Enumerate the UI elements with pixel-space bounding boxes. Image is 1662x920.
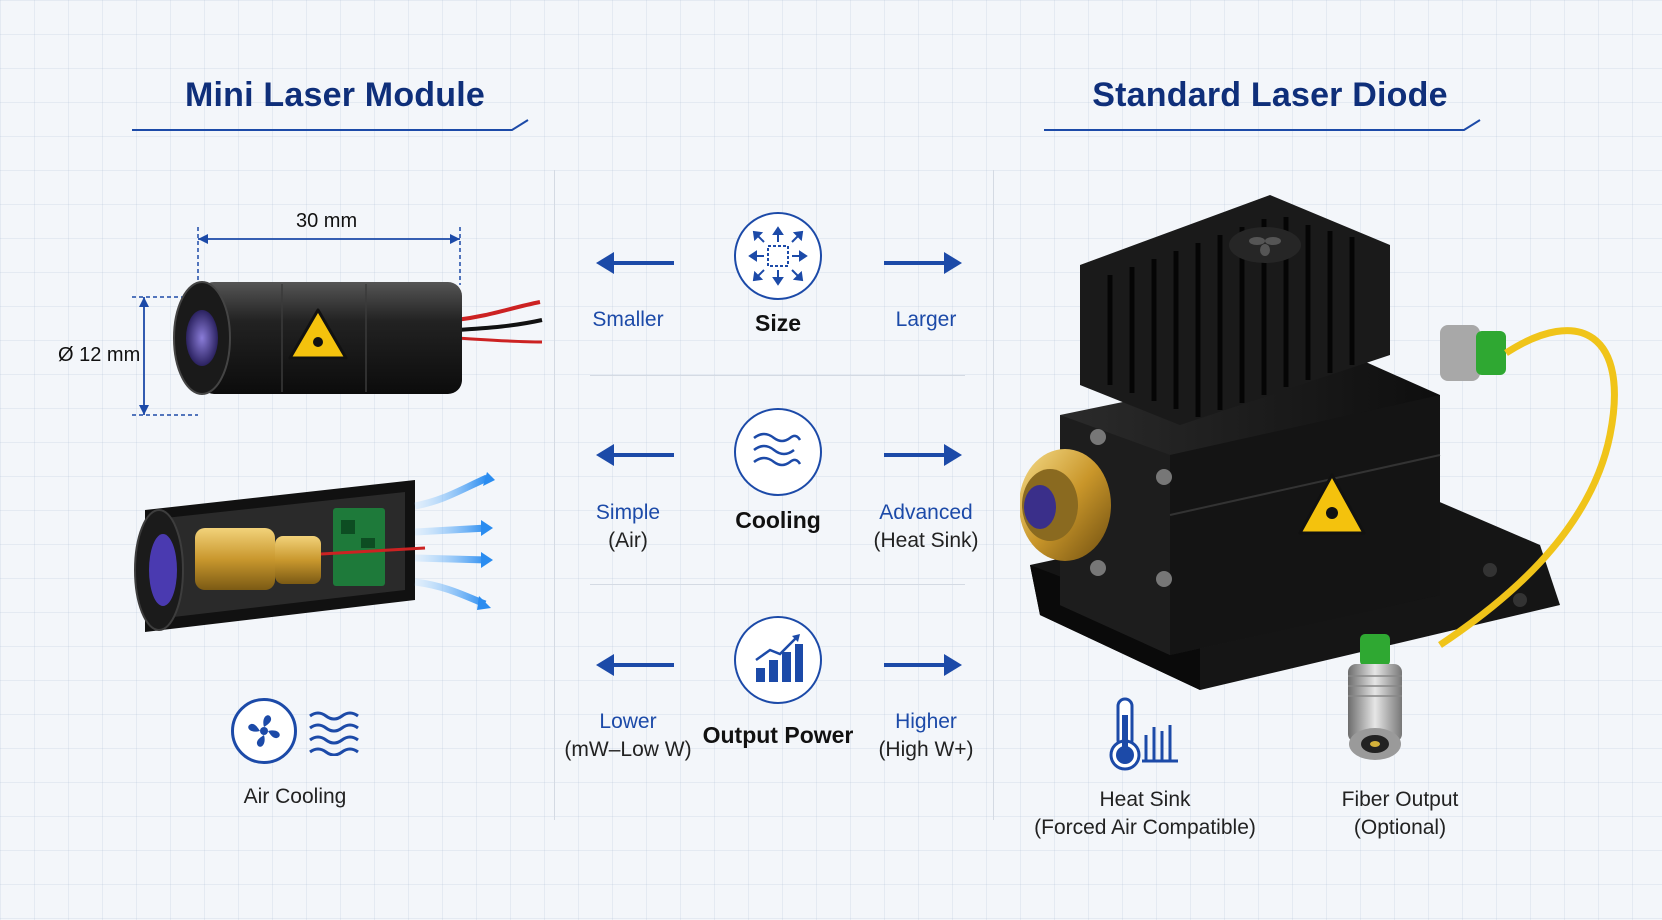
- right-divider: [993, 170, 994, 820]
- cooling-right-main: Advanced: [879, 501, 973, 524]
- thermometer-heatsink-icon: [1109, 697, 1178, 771]
- size-attribute-label: Size: [754, 310, 802, 336]
- power-right-label: Higher (High W+): [861, 708, 991, 764]
- length-dimension-label: 30 mm: [296, 210, 358, 232]
- fiber-output-label: Fiber Output: [1341, 788, 1459, 811]
- power-left-sub: (mW–Low W): [564, 738, 692, 761]
- left-title-underline: [132, 119, 529, 131]
- power-left-main: Lower: [599, 710, 657, 733]
- size-left-main: Smaller: [592, 308, 664, 331]
- mini-laser-module-image: [173, 281, 543, 395]
- cooling-attribute-label: Cooling: [735, 507, 821, 533]
- row-divider-2: [590, 584, 965, 585]
- heat-sink-caption: Heat Sink (Forced Air Compatible): [1030, 786, 1260, 842]
- cooling-left-sub: (Air): [608, 529, 648, 552]
- bar-chart-icon: [734, 616, 822, 704]
- mini-laser-cutaway-image: [134, 472, 495, 632]
- row-divider-1: [590, 375, 965, 376]
- size-left-label: Smaller: [563, 306, 693, 334]
- cooling-right-label: Advanced (Heat Sink): [861, 499, 991, 555]
- arrow-left-icon: [596, 252, 674, 274]
- power-left-label: Lower (mW–Low W): [563, 708, 693, 764]
- left-title: Mini Laser Module: [185, 76, 485, 114]
- arrow-left-icon: [596, 654, 674, 676]
- right-title-underline: [1044, 119, 1481, 131]
- fan-icon: [231, 698, 297, 764]
- cooling-left-main: Simple: [595, 501, 661, 524]
- size-right-label: Larger: [861, 306, 991, 334]
- fiber-output-sub: (Optional): [1353, 816, 1447, 839]
- heat-sink-label: Heat Sink: [1099, 788, 1191, 811]
- air-cooling-caption: Air Cooling: [243, 785, 347, 808]
- airflow-icon: [734, 408, 822, 496]
- fiber-connector-icon: [1348, 634, 1402, 760]
- size-expand-icon: [734, 212, 822, 300]
- fiber-output-caption: Fiber Output (Optional): [1300, 786, 1500, 842]
- cooling-right-sub: (Heat Sink): [873, 529, 979, 552]
- air-waves-icon: [309, 711, 359, 756]
- power-right-main: Higher: [895, 710, 957, 733]
- standard-laser-diode-image: [1020, 195, 1618, 690]
- heat-sink-sub: (Forced Air Compatible): [1034, 816, 1256, 839]
- power-right-sub: (High W+): [878, 738, 974, 761]
- size-right-main: Larger: [895, 308, 957, 331]
- cooling-left-label: Simple (Air): [563, 499, 693, 555]
- diameter-dimension-label: Ø 12 mm: [58, 344, 141, 366]
- arrow-left-icon: [596, 444, 674, 466]
- arrow-right-icon: [884, 444, 962, 466]
- arrow-right-icon: [884, 252, 962, 274]
- arrow-right-icon: [884, 654, 962, 676]
- left-divider: [554, 170, 555, 820]
- power-attribute-label: Output Power: [702, 722, 854, 748]
- right-title: Standard Laser Diode: [1092, 76, 1448, 114]
